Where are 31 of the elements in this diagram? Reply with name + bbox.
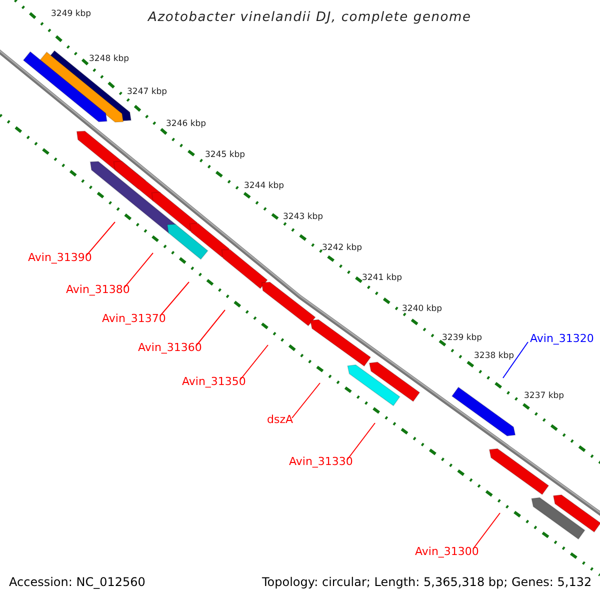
- gene-label: Avin_31390: [28, 252, 92, 263]
- scale-label: 3243 kbp: [283, 213, 324, 222]
- gene-label: Avin_31350: [182, 376, 246, 387]
- footer-text: Accession: NC_012560: [9, 576, 146, 588]
- scale-label: 3244 kbp: [244, 182, 284, 190]
- gene-label: Avin_31330: [289, 456, 353, 467]
- scale-label: 3237 kbp: [524, 392, 564, 400]
- scale-label: 3242 kbp: [322, 244, 362, 252]
- leader-line: [502, 342, 528, 378]
- scale-label: 3240 kbp: [402, 305, 442, 314]
- scale-label: 3238 kbp: [474, 352, 514, 360]
- scale-label: 3241 kbp: [362, 274, 402, 282]
- leader-line: [160, 282, 190, 316]
- scale-label: 3246 kbp: [166, 120, 206, 128]
- scale-label: 3249 kbp: [51, 10, 92, 18]
- scale-label: 3248 kbp: [89, 55, 130, 64]
- gene-label: Avin_31360: [138, 342, 202, 353]
- gene-label: Avin_31370: [102, 313, 166, 324]
- gene-label: Avin_31300: [415, 546, 479, 557]
- leader-line: [86, 222, 116, 256]
- gene-label: Avin_31380: [66, 284, 130, 295]
- footer-text: Topology: circular; Length: 5,365,318 bp; Genes: 5,132: [262, 576, 592, 588]
- leader-line: [472, 512, 500, 550]
- scale-label: 3247 kbp: [127, 88, 168, 96]
- gene-label: dszA: [267, 414, 294, 425]
- leader-line: [292, 382, 320, 418]
- scale-label: 3239 kbp: [442, 334, 482, 342]
- gene-label: Avin_31320: [530, 333, 594, 344]
- title: Azotobacter vinelandii DJ, complete genome: [148, 11, 472, 24]
- scale-label: 3245 kbp: [205, 151, 246, 160]
- leader-line: [124, 252, 154, 288]
